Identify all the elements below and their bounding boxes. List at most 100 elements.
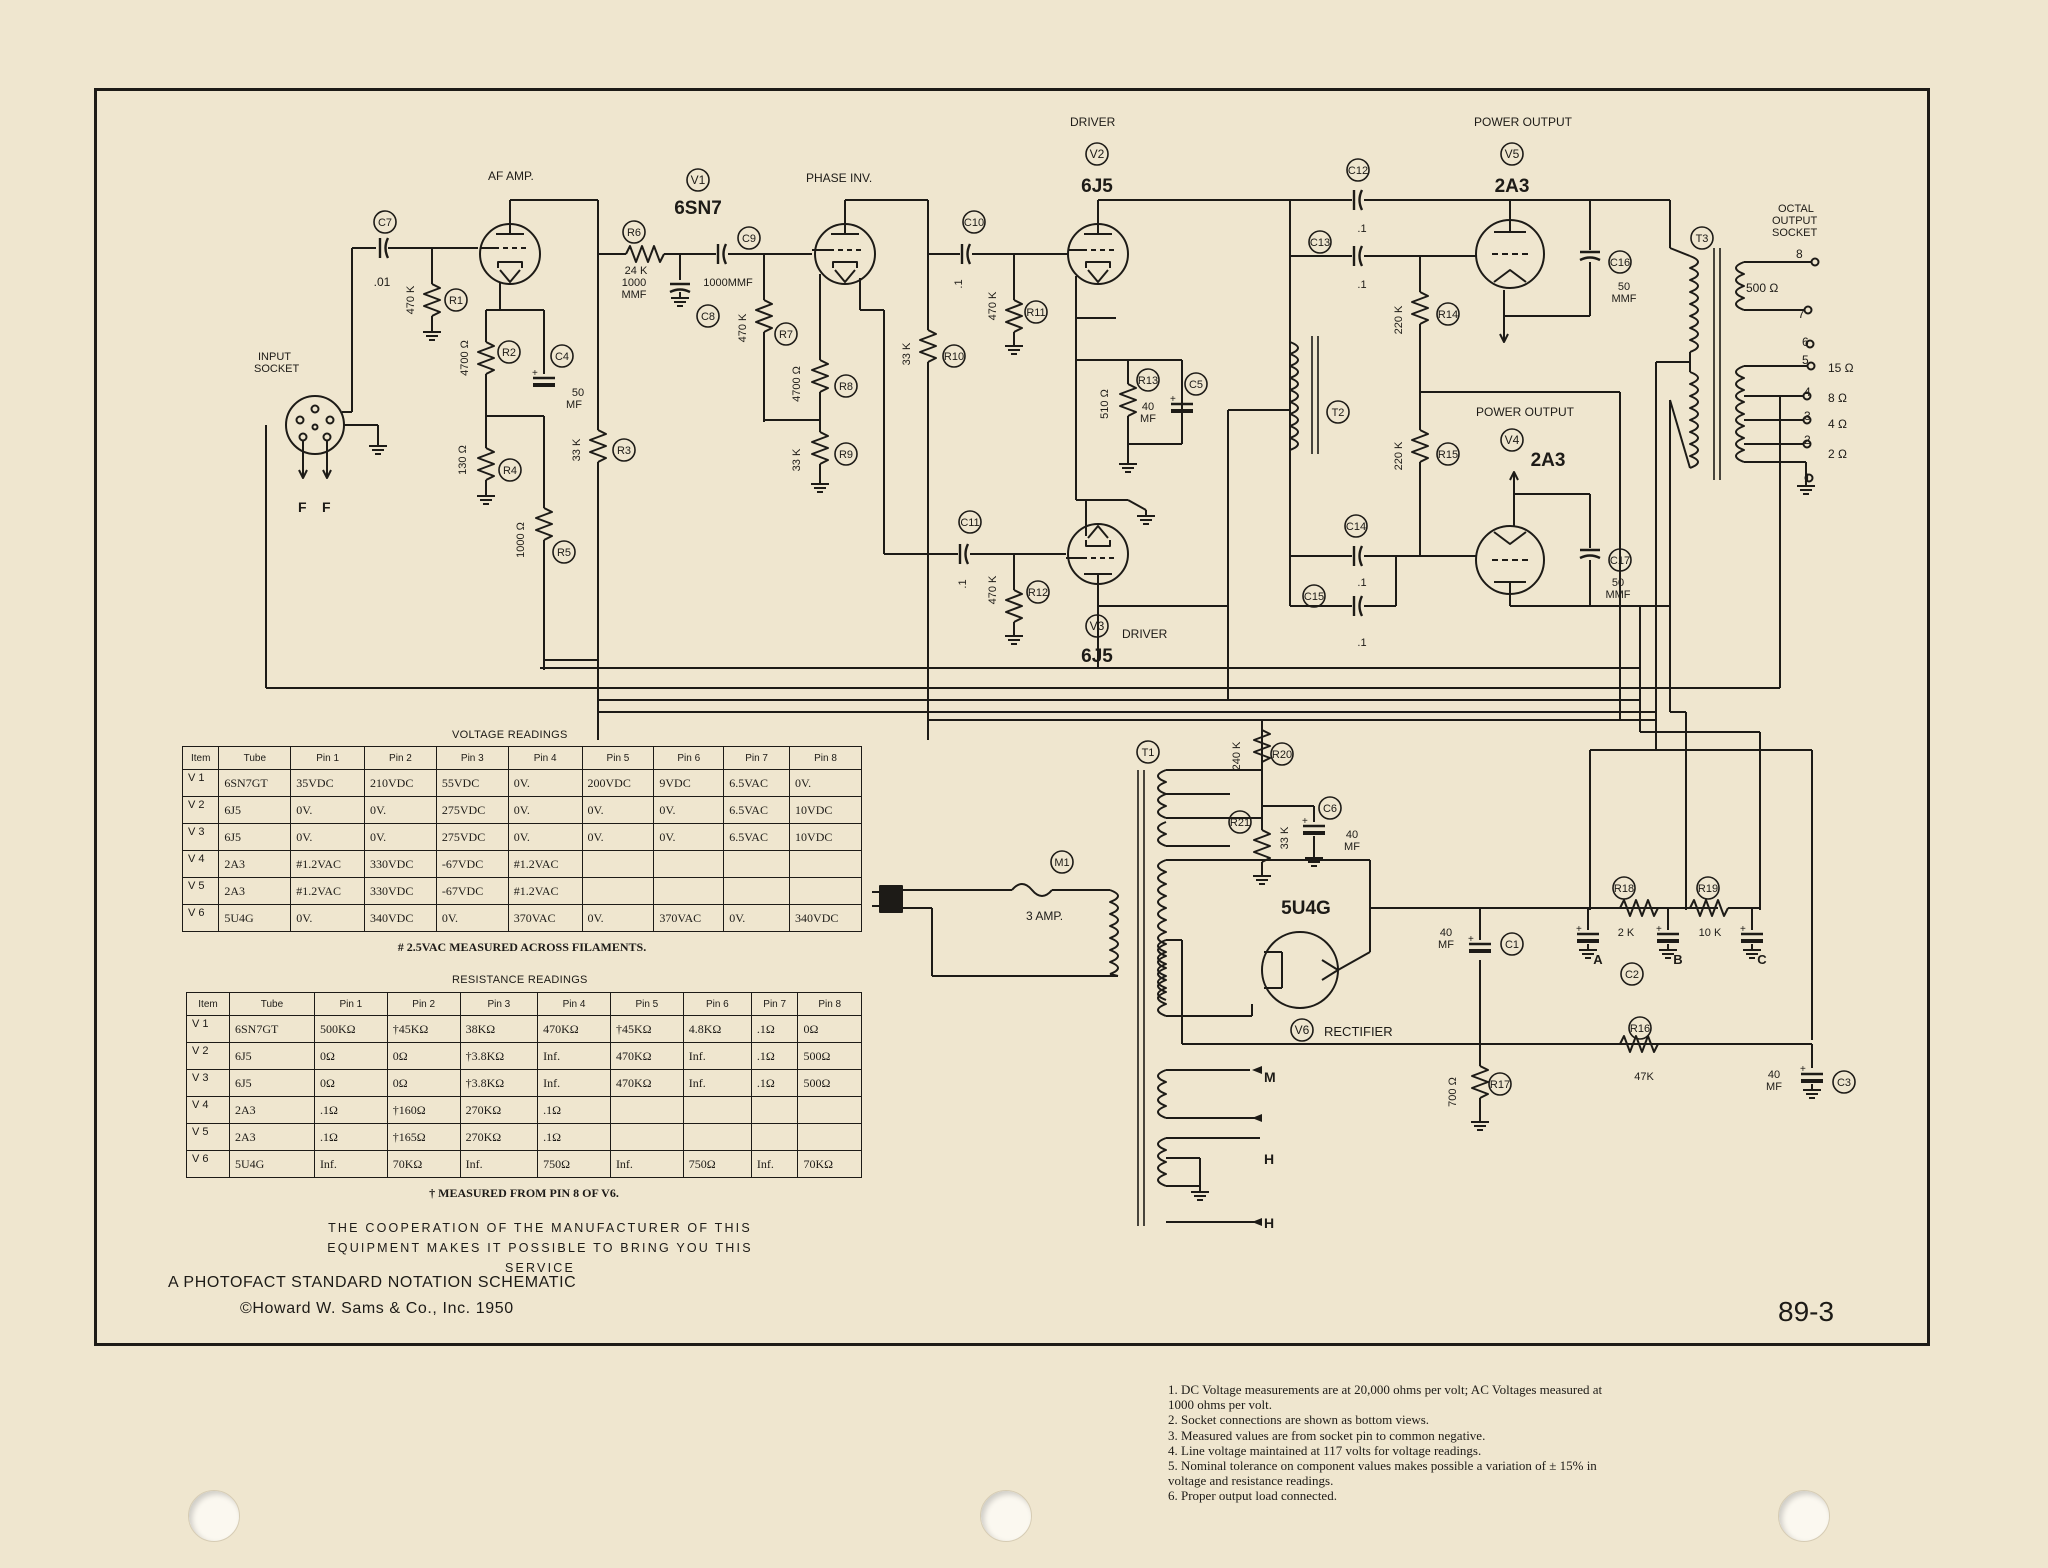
tap-5-label: 15 Ω [1828, 361, 1854, 375]
resistance-table-cell: .1Ω [313, 1096, 388, 1124]
resistance-table-cell: 6SN7GT [229, 1015, 315, 1043]
value-r10: 33 K [901, 342, 913, 365]
value-c1-a: 40 [1440, 927, 1452, 939]
resistance-table-cell: 750Ω [537, 1150, 611, 1178]
tap-5-pin: 5 [1802, 353, 1809, 367]
voltage-table-cell: 0V. [581, 796, 655, 824]
resistance-table-header-cell: Pin 4 [537, 992, 611, 1016]
resistance-table-cell [609, 1123, 684, 1151]
ref-c2: C2 [1625, 969, 1639, 981]
resistance-table-cell: 470KΩ [609, 1069, 684, 1097]
label-power-output-top: POWER OUTPUT [1474, 115, 1573, 129]
ref-r11: R11 [1026, 307, 1045, 319]
voltage-table-cell: 6.5VAC [723, 796, 791, 824]
value-r17: 700 Ω [1447, 1077, 1459, 1107]
value-c16-a: 50 [1618, 281, 1630, 293]
tube-type-v6: 5U4G [1281, 898, 1331, 919]
resistance-table-cell: Inf. [609, 1150, 684, 1178]
value-c5-b: MF [1140, 413, 1156, 425]
resistance-table-cell: 2A3 [229, 1096, 315, 1124]
resistance-table-cell: V 2 [186, 1042, 230, 1070]
resistance-table-cell [750, 1123, 799, 1151]
resistance-table-cell [797, 1123, 862, 1151]
label-fuse-rating: 3 AMP. [1026, 909, 1063, 923]
ref-c4: C4 [555, 351, 569, 363]
ref-c11: C11 [960, 517, 979, 529]
voltage-table-cell: V 6 [181, 904, 220, 932]
c2-section-c: C [1757, 952, 1767, 967]
lead-m: M [1264, 1069, 1276, 1085]
ref-r10: R10 [944, 351, 964, 363]
resistance-table-cell: 500KΩ [313, 1015, 388, 1043]
voltage-table-cell: 330VDC [364, 850, 437, 878]
binder-hole-left [188, 1490, 240, 1542]
c2-section-b: B [1673, 952, 1682, 967]
resistance-table-cell: Inf. [750, 1150, 799, 1178]
voltage-table-cell: 10VDC [789, 796, 862, 824]
tap-8-pin: 8 [1796, 247, 1803, 261]
cooperation-line-1: THE COOPERATION OF THE MANUFACTURER OF T… [328, 1221, 752, 1235]
ref-c3: C3 [1837, 1077, 1851, 1089]
value-c3-b: MF [1766, 1081, 1782, 1093]
voltage-table-cell: 10VDC [789, 823, 862, 851]
voltage-table-cell: 0V. [364, 823, 437, 851]
resistance-table-cell [797, 1096, 862, 1124]
voltage-table-cell: 0V. [723, 904, 791, 932]
c2-section-a: A [1593, 952, 1603, 967]
resistance-table-header-cell: Pin 6 [682, 992, 752, 1016]
value-c5-a: 40 [1142, 401, 1154, 413]
voltage-table-cell: -67VDC [435, 877, 509, 905]
label-power-output-bottom: POWER OUTPUT [1476, 405, 1575, 419]
ref-c13: C13 [1310, 237, 1330, 249]
tap-8-label: 500 Ω [1746, 281, 1778, 295]
voltage-table-header-cell: Pin 5 [581, 746, 655, 770]
resistance-table-cell: .1Ω [750, 1042, 799, 1070]
resistance-table-title: RESISTANCE READINGS [452, 974, 588, 986]
resistance-table-header-cell: Tube [229, 992, 315, 1016]
footnote-2: 2. Socket connections are shown as botto… [1168, 1412, 1430, 1428]
value-c17-b: MMF [1605, 589, 1630, 601]
footnote-5: 5. Nominal tolerance on component values… [1168, 1458, 1597, 1489]
voltage-table-cell: 370VAC [653, 904, 725, 932]
tube-ref-v2: V2 [1090, 147, 1105, 161]
resistance-table-cell [682, 1123, 752, 1151]
value-c12: .1 [1357, 223, 1366, 235]
lead-h1: H [1264, 1151, 1274, 1167]
ref-r12: R12 [1028, 587, 1048, 599]
ref-c16: C16 [1610, 257, 1630, 269]
label-octal-2: OUTPUT [1772, 215, 1818, 227]
resistance-table-header-cell: Pin 3 [459, 992, 539, 1016]
resistance-table-cell: .1Ω [537, 1096, 611, 1124]
label-input-socket-1: INPUT [258, 351, 291, 363]
resistance-table-cell: 2A3 [229, 1123, 315, 1151]
credit-line-1: A PHOTOFACT STANDARD NOTATION SCHEMATIC [168, 1274, 577, 1291]
value-c6-b: MF [1344, 841, 1360, 853]
voltage-table-header-cell: Pin 6 [653, 746, 725, 770]
resistance-table-cell: 0Ω [797, 1015, 862, 1043]
tube-ref-v6: V6 [1295, 1023, 1310, 1037]
value-r21: 33 K [1279, 826, 1291, 849]
voltage-table-cell [723, 877, 791, 905]
voltage-table-cell: #1.2VAC [507, 850, 583, 878]
voltage-table-header-cell: Pin 1 [290, 746, 366, 770]
resistance-table-cell: †45KΩ [609, 1015, 684, 1043]
tap-2-label: 2 Ω [1828, 447, 1847, 461]
resistance-table-header-cell: Pin 8 [797, 992, 862, 1016]
value-r6: 24 K [625, 265, 648, 277]
voltage-table-header-cell: Item [181, 746, 220, 770]
ref-t1: T1 [1142, 747, 1155, 759]
voltage-table-cell: #1.2VAC [507, 877, 583, 905]
footnotes: 1. DC Voltage measurements are at 20,000… [1168, 1382, 1628, 1504]
voltage-table-cell: #1.2VAC [290, 850, 366, 878]
value-c16-b: MMF [1611, 293, 1636, 305]
ref-t3: T3 [1696, 233, 1709, 245]
voltage-table-cell: 0V. [507, 823, 583, 851]
voltage-table-cell [581, 877, 655, 905]
voltage-table-cell: V 1 [181, 769, 220, 797]
tube-type-v1: 6SN7 [674, 198, 722, 219]
